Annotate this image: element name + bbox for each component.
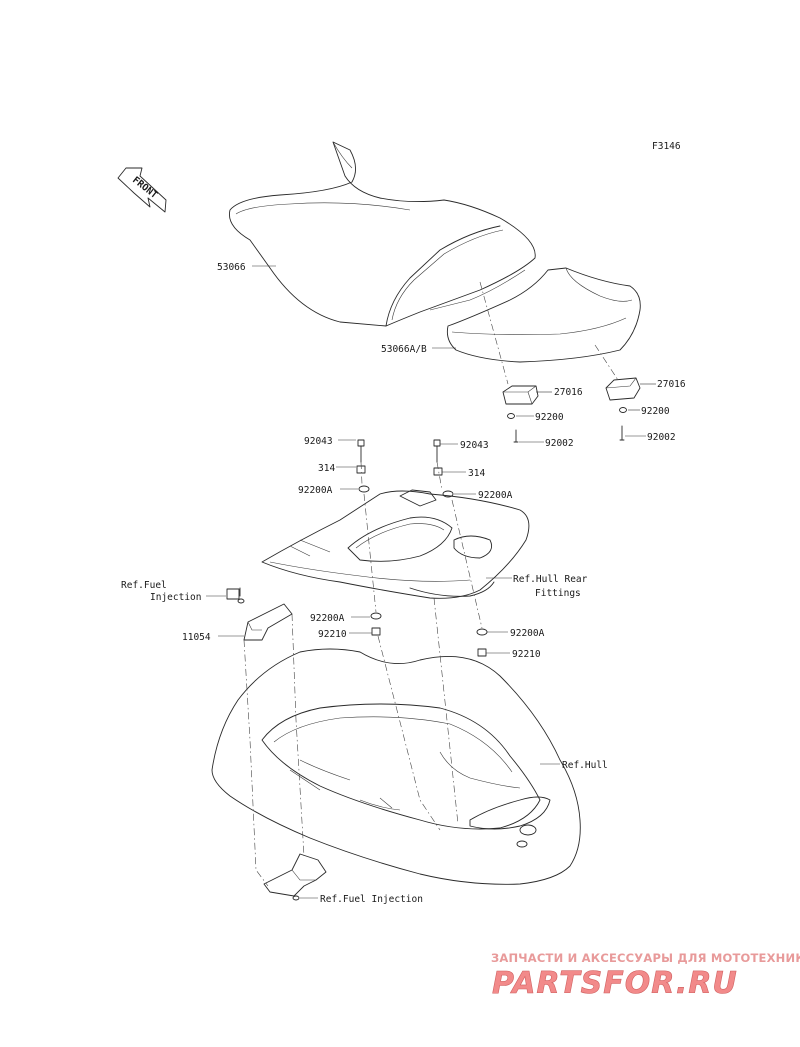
label-bolt-left: 92043 [304, 436, 333, 447]
label-screw-right: 92002 [647, 432, 676, 443]
label-nut-left: 314 [318, 463, 335, 474]
hull [211, 648, 581, 885]
label-seat-front: 53066 [217, 262, 246, 273]
label-ref-hull: Ref.Hull [562, 760, 608, 771]
bracket-left [502, 385, 539, 405]
label-bracket-left: 27016 [554, 387, 583, 398]
part-labels: 53066 53066A/B 27016 27016 92200 92200 9… [121, 262, 686, 905]
watermark: ЗАПЧАСТИ И АКСЕССУАРЫ ДЛЯ МОТОТЕХНИКИ PA… [491, 951, 800, 1001]
rear-seat [446, 267, 641, 363]
front-arrow-icon: FRONT [117, 167, 167, 213]
label-washer-a-top-right: 92200A [478, 490, 513, 501]
label-ref-fuel-2: Injection [150, 592, 201, 603]
label-nut-bottom-left: 92210 [318, 629, 347, 640]
label-washer-left: 92200 [535, 412, 564, 423]
label-washer-right: 92200 [641, 406, 670, 417]
bracket-right [605, 377, 641, 401]
label-nut-bottom-right: 92210 [512, 649, 541, 660]
front-seat [228, 141, 536, 327]
watermark-tagline: ЗАПЧАСТИ И АКСЕССУАРЫ ДЛЯ МОТОТЕХНИКИ [491, 951, 800, 965]
diagram-code: F3146 [652, 141, 681, 152]
label-plate: 11054 [182, 632, 211, 643]
label-washer-a-top-left: 92200A [298, 485, 333, 496]
seat-mount-tray [261, 489, 530, 599]
fuel-injection-bracket [263, 853, 327, 901]
label-bracket-right: 27016 [657, 379, 686, 390]
label-bolt-right: 92043 [460, 440, 489, 451]
front-label: FRONT [130, 175, 160, 201]
label-ref-hull-rear-1: Ref.Hull Rear [513, 574, 588, 585]
label-screw-left: 92002 [545, 438, 574, 449]
label-ref-fuel-bottom: Ref.Fuel Injection [320, 894, 423, 905]
label-washer-a-bottom-right: 92200A [510, 628, 545, 639]
label-nut-right: 314 [468, 468, 485, 479]
leader-lines [206, 265, 656, 899]
label-washer-a-bottom-left: 92200A [310, 613, 345, 624]
label-ref-hull-rear-2: Fittings [535, 588, 581, 599]
label-seat-rear: 53066A/B [381, 344, 427, 355]
label-ref-fuel-1: Ref.Fuel [121, 580, 167, 591]
watermark-brand: PARTSFOR.RU [492, 966, 738, 1001]
alignment-lines [243, 281, 619, 887]
mounting-plate [243, 603, 293, 641]
